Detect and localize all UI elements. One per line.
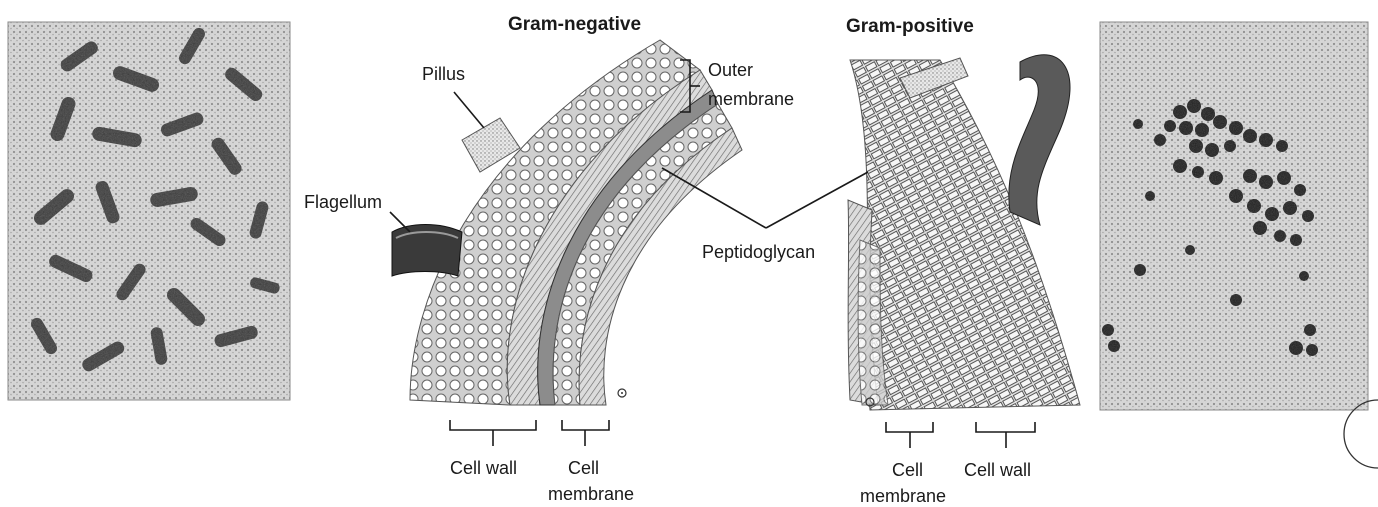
cocci-cluster-micrograph	[1100, 22, 1368, 410]
label-outer-membrane-line1: Outer	[708, 60, 753, 80]
label-peptidoglycan: Peptidoglycan	[702, 242, 815, 262]
label-outer-membrane-line2: membrane	[708, 89, 794, 109]
label-neg-cell-wall: Cell wall	[450, 458, 517, 478]
label-neg-cell-membrane-line1: Cell	[568, 458, 599, 478]
rod-bacteria-micrograph	[8, 22, 290, 400]
label-pos-cell-wall: Cell wall	[964, 460, 1031, 480]
label-flagellum: Flagellum	[304, 192, 382, 212]
label-pillus: Pillus	[422, 64, 465, 84]
gram-positive-title: Gram-positive	[846, 16, 974, 37]
gram-negative-title: Gram-negative	[508, 14, 641, 35]
label-pos-cell-membrane-line1: Cell	[892, 460, 923, 480]
label-neg-cell-membrane-line2: membrane	[548, 484, 634, 504]
gram-positive-wall-illustration	[848, 55, 1080, 410]
label-pos-cell-membrane-line2: membrane	[860, 486, 946, 506]
